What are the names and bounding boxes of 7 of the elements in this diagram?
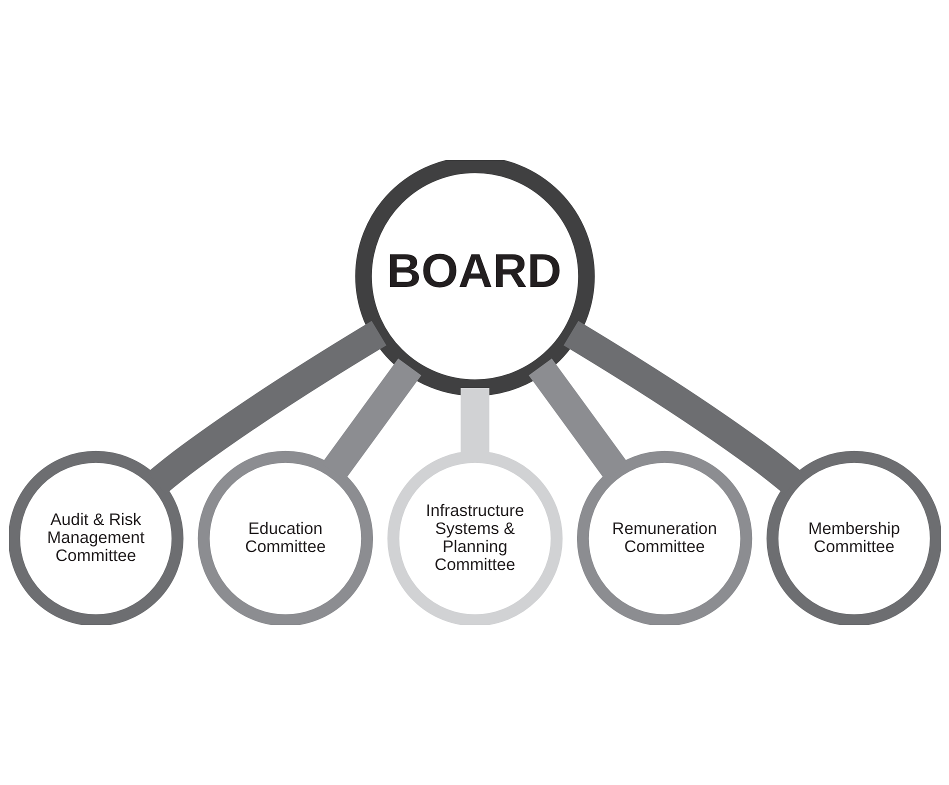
node-circle: BOARD: [354, 160, 594, 396]
node-circle: Audit & Risk Management Committee: [8, 450, 183, 625]
connector: [563, 320, 802, 494]
node-circle: Remuneration Committee: [576, 450, 752, 625]
node-circle: Membership Committee: [766, 450, 940, 625]
node-circle: Infrastructure Systems & Planning Committee: [386, 450, 562, 625]
node-circle: Education Committee: [197, 450, 373, 625]
